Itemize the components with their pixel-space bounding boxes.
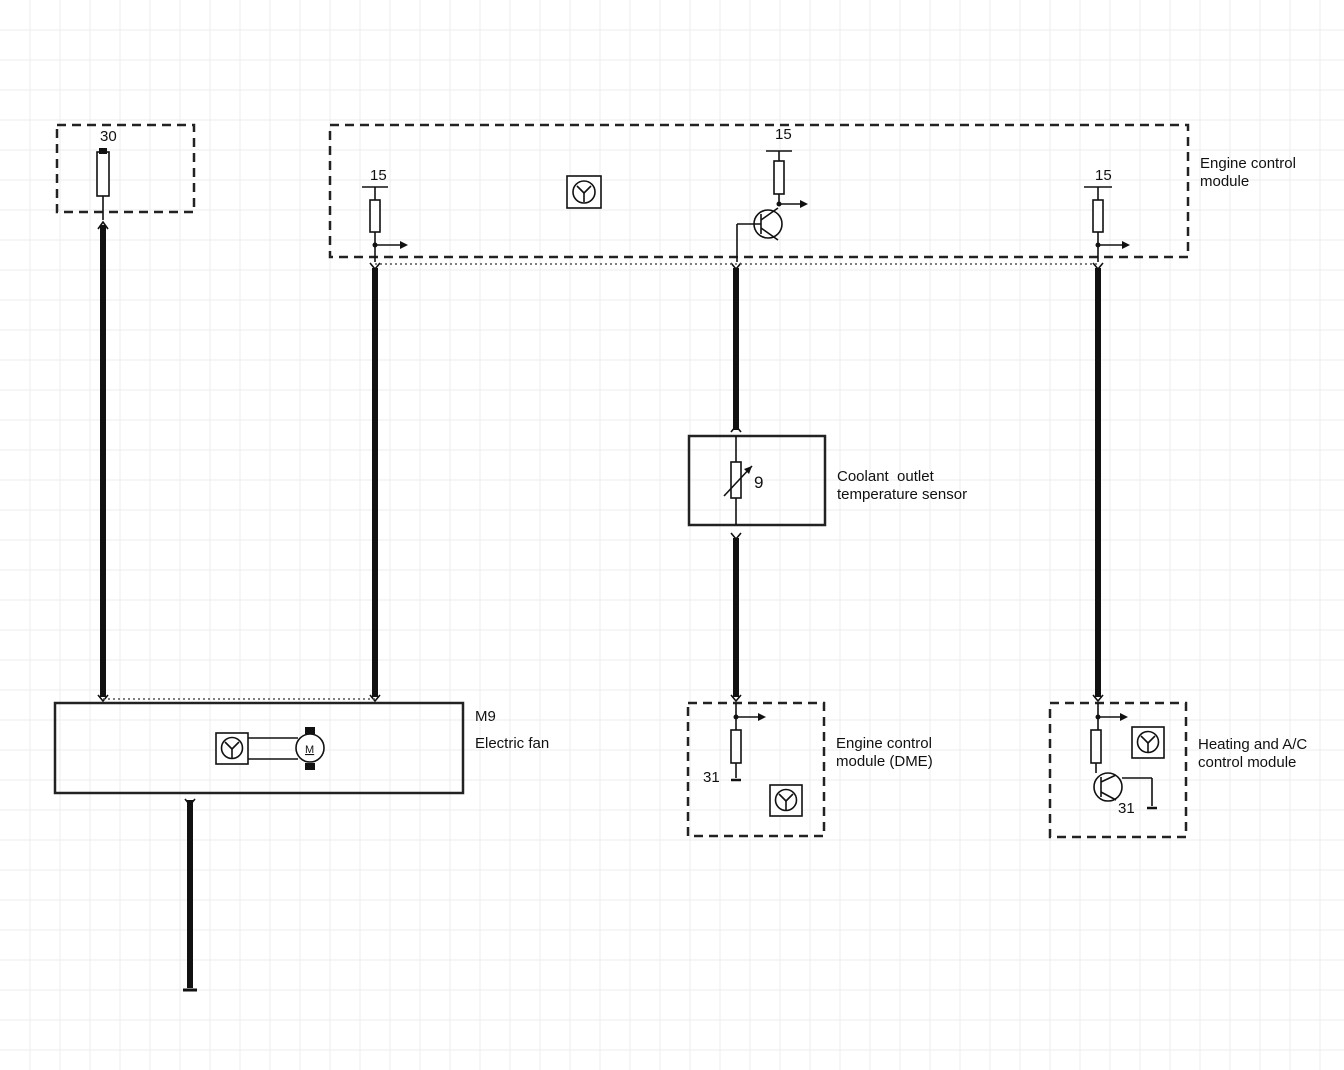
dme-ground-31-label: 31 — [703, 769, 720, 786]
engine-control-module-box: Engine control module 15 15 — [328, 123, 1296, 262]
ecm-right-15-label: 15 — [1095, 167, 1112, 184]
ecm-label-line1: Engine control — [1200, 155, 1296, 172]
ecm-left-15-label: 15 — [370, 167, 387, 184]
hvac-ground-31-label: 31 — [1118, 800, 1135, 817]
sensor-symbol: 9 — [754, 473, 763, 492]
fan-control-unit-icon — [215, 732, 249, 765]
fuse-icon — [96, 151, 110, 197]
ecm-mid-15-label: 15 — [775, 126, 792, 143]
dme-label-line1: Engine control — [836, 735, 932, 752]
terminal-30-label: 30 — [100, 128, 117, 145]
electric-fan-m9: M9 Electric fan M — [53, 701, 549, 795]
ecm-right-input-circuit: 15 — [1084, 167, 1130, 262]
fan-code-label: M9 — [475, 708, 496, 725]
wiring-harness — [97, 220, 1104, 992]
ecm-sensor-supply-circuit: 15 — [736, 126, 808, 262]
transistor-icon — [1093, 772, 1123, 802]
motor-symbol: M — [305, 744, 314, 756]
motor-icon — [295, 733, 325, 763]
control-unit-icon — [566, 175, 602, 209]
sensor-label-line1: Coolant outlet — [837, 468, 935, 485]
pullup-resistor-icon — [773, 160, 785, 195]
connector-markers — [97, 220, 1104, 807]
sensor-label-line2: temperature sensor — [837, 486, 967, 503]
ecm-label-line2: module — [1200, 173, 1249, 190]
dme-label-line2: module (DME) — [836, 753, 933, 770]
dme-control-unit-icon — [769, 784, 803, 817]
engine-control-module-dme: 31 Engine control module (DME) — [686, 701, 933, 838]
ecm-left-input-circuit: 15 — [362, 167, 408, 262]
fan-name-label: Electric fan — [475, 735, 549, 752]
pullup-resistor-icon — [1090, 729, 1102, 764]
coolant-temperature-sensor: 9 Coolant outlet temperature sensor — [687, 434, 967, 527]
heating-ac-control-module: 31 Heating and A/C control module — [1048, 701, 1307, 839]
hvac-label-line2: control module — [1198, 754, 1296, 771]
pullup-resistor-icon — [1092, 199, 1104, 233]
hvac-control-unit-icon — [1131, 726, 1165, 759]
hvac-label-line1: Heating and A/C — [1198, 736, 1307, 753]
pulldown-resistor-icon — [730, 729, 742, 764]
pullup-resistor-icon — [369, 199, 381, 233]
supply-30-fuse-box: 30 — [55, 123, 196, 220]
